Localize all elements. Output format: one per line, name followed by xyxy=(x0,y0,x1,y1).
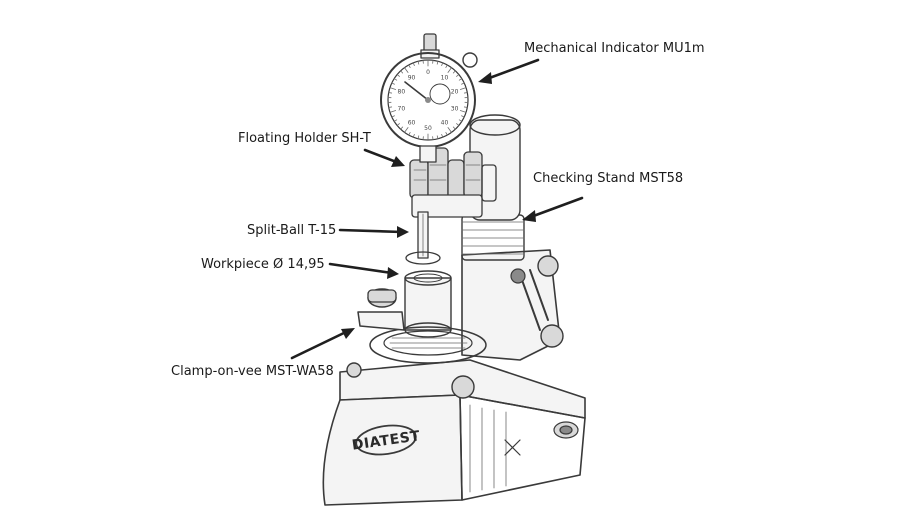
arrow-workpiece xyxy=(328,262,394,275)
dial-tick xyxy=(396,74,400,77)
dial-tick xyxy=(456,74,460,77)
dial-tick xyxy=(388,92,393,94)
dial-tick xyxy=(393,78,398,81)
dial-tick xyxy=(441,134,444,138)
dial-tick xyxy=(391,115,395,118)
dial-tick xyxy=(400,70,404,74)
dial-tick xyxy=(441,62,444,66)
dial-tick xyxy=(456,123,460,126)
dial-tick xyxy=(461,115,465,118)
dial-tick xyxy=(461,82,465,85)
label-split-ball: Split-Ball T-15 xyxy=(247,223,336,238)
dial-tick xyxy=(459,110,467,113)
checking-stand-base xyxy=(322,359,586,506)
dial-number: 70 xyxy=(398,106,406,113)
dial-number: 10 xyxy=(441,74,449,81)
dial-number: 20 xyxy=(451,88,459,95)
dial-number: 80 xyxy=(398,88,406,95)
dial-number: 60 xyxy=(408,120,416,127)
dial-tick xyxy=(458,78,463,81)
dial-tick xyxy=(393,119,398,122)
dial-hub xyxy=(425,97,431,103)
dial-tick xyxy=(417,60,420,65)
dial-tick xyxy=(391,82,395,85)
arrow-floating-holder xyxy=(363,148,401,165)
dial-tick xyxy=(408,132,411,136)
dial-tick xyxy=(463,92,468,94)
callout-arrows xyxy=(290,58,584,360)
dial-tick xyxy=(445,132,448,136)
label-checking-stand: Checking Stand MST58 xyxy=(533,171,683,186)
dial-number: 30 xyxy=(451,106,459,113)
workpiece xyxy=(404,251,452,338)
dial-tick xyxy=(404,127,409,133)
callout-labels: Mechanical Indicator MU1m Floating Holde… xyxy=(171,41,705,379)
dial-tick xyxy=(404,67,409,73)
dial-tick xyxy=(447,67,452,73)
dial-number: 50 xyxy=(424,125,432,132)
arrow-clamp xyxy=(290,329,350,360)
dial-tick xyxy=(436,135,439,140)
arrow-checking-stand xyxy=(526,196,584,220)
dial-tick xyxy=(412,62,415,66)
label-floating-holder: Floating Holder SH-T xyxy=(238,131,371,146)
label-indicator: Mechanical Indicator MU1m xyxy=(524,41,705,56)
dial-tick xyxy=(412,134,415,138)
dial-tick xyxy=(445,64,448,68)
dial-needle xyxy=(404,81,429,101)
dial-tick xyxy=(396,123,400,126)
floating-holder xyxy=(409,147,497,218)
dial-tick xyxy=(408,64,411,68)
dial-ticks xyxy=(387,59,469,141)
dial-number: 40 xyxy=(441,120,449,127)
dial-tick xyxy=(400,126,404,130)
dial-tick xyxy=(458,119,463,122)
dial-tick xyxy=(463,106,468,108)
arrow-split-ball xyxy=(338,228,404,234)
dial-tick xyxy=(389,110,397,113)
label-workpiece: Workpiece Ø 14,95 xyxy=(201,257,325,272)
dial-tick xyxy=(389,87,397,90)
label-clamp: Clamp-on-vee MST-WA58 xyxy=(171,364,334,379)
dial-number: 90 xyxy=(408,74,416,81)
clamp-on-vee xyxy=(346,288,487,399)
split-ball-probe xyxy=(417,211,429,259)
dial-tick xyxy=(447,127,452,133)
dial-tick xyxy=(452,70,456,74)
dial-number: 0 xyxy=(426,69,430,76)
dial-tick xyxy=(459,87,467,90)
dial-tick xyxy=(417,135,420,140)
dial-tick xyxy=(388,106,393,108)
dial-tick xyxy=(452,126,456,130)
dial-tick xyxy=(436,60,439,65)
arrow-indicator xyxy=(482,58,540,82)
